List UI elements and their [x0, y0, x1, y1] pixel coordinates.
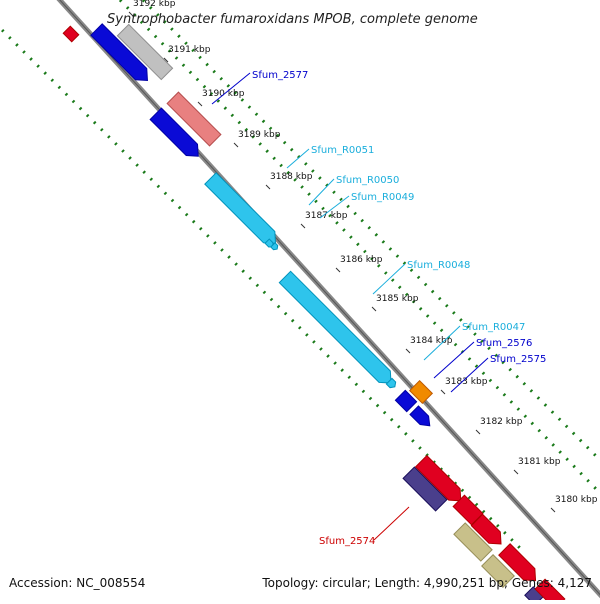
gene-label: Sfum_2574 — [319, 536, 375, 547]
tick-mark — [475, 429, 481, 435]
rrna-feature-cyan — [204, 172, 277, 245]
topology-text: Topology: circular; Length: 4,990,251 bp… — [262, 576, 592, 590]
rrna-feature-cyan-small — [385, 377, 397, 389]
rrna-feature-cyan-small-shape — [385, 377, 397, 389]
cds-feature-red — [498, 543, 537, 582]
tick-label: 3184 kbp — [410, 336, 453, 346]
tick-mark — [513, 469, 519, 475]
gene-label-leader — [372, 263, 406, 295]
tick-mark — [371, 306, 377, 312]
cds-feature-salmon-shape — [166, 91, 222, 147]
rrna-feature-cyan-shape — [278, 270, 392, 384]
gene-label-track: Sfum_2577Sfum_R0051Sfum_R0050Sfum_R0049S… — [211, 70, 546, 547]
rrna-feature-cyan-shape — [204, 172, 277, 245]
cds-feature-orange-shape — [408, 379, 434, 405]
cds-feature-blue — [90, 23, 148, 81]
cds-feature-purple — [402, 466, 448, 512]
tick-label: 3188 kbp — [270, 172, 313, 182]
cds-feature-red-shape — [62, 25, 80, 43]
accession-text: Accession: NC_008554 — [9, 576, 146, 590]
backbone-center-line — [59, 0, 600, 596]
cds-feature-blue-shape — [90, 23, 148, 81]
gene-label-leader — [286, 148, 310, 169]
tick-track: 3192 kbp 3191 kbp 3190 kbp 3189 kbp 3188 kbp… — [128, 0, 598, 513]
cds-feature-blue-shape — [394, 389, 418, 413]
gene-label-leader — [433, 341, 475, 379]
tick-mark — [335, 267, 341, 273]
tick-label: 3180 kbp — [555, 495, 598, 505]
tick-label: 3182 kbp — [480, 417, 523, 427]
tick-label: 3192 kbp — [133, 0, 176, 9]
gene-label: Sfum_2575 — [490, 354, 546, 365]
cds-feature-olive — [481, 554, 515, 588]
cds-feature-orange — [408, 379, 434, 405]
gene-label-leader — [211, 72, 251, 105]
rrna-feature-cyan-small-shape — [270, 242, 279, 251]
tick-mark — [550, 507, 556, 513]
cds-feature-olive-shape — [481, 554, 515, 588]
gc-dotted-line — [0, 25, 522, 550]
tick-label: 3189 kbp — [238, 130, 281, 140]
gene-label-leader — [423, 325, 461, 361]
cds-feature-red-shape — [414, 454, 462, 502]
rrna-feature-cyan — [278, 270, 392, 384]
backbone-line — [56, 0, 600, 599]
tick-label: 3186 kbp — [340, 255, 383, 265]
tick-mark — [440, 389, 446, 395]
cds-feature-red — [62, 25, 80, 43]
tick-label: 3185 kbp — [376, 294, 419, 304]
cds-feature-gray — [116, 23, 174, 81]
cds-feature-salmon — [166, 91, 222, 147]
cds-feature-red — [414, 454, 462, 502]
tick-mark — [405, 348, 411, 354]
tick-label: 3190 kbp — [202, 89, 245, 99]
map-title: Syntrophobacter fumaroxidans MPOB, compl… — [107, 12, 478, 27]
cds-feature-blue-shape — [409, 405, 431, 427]
cds-feature-red-shape — [498, 543, 537, 582]
tick-mark — [197, 101, 203, 107]
gene-label-leader — [308, 178, 335, 206]
cds-feature-olive-shape — [453, 522, 493, 562]
gene-label-leader — [319, 195, 350, 219]
cds-feature-red — [470, 513, 502, 545]
gc-dotted-line — [118, 0, 600, 495]
gene-label: Sfum_R0050 — [336, 175, 399, 186]
tick-label: 3181 kbp — [518, 457, 561, 467]
gene-label: Sfum_R0051 — [311, 145, 374, 156]
feature-track — [62, 23, 566, 604]
gene-label: Sfum_2576 — [476, 338, 532, 349]
cds-feature-red-shape — [470, 513, 502, 545]
cds-feature-blue — [394, 389, 418, 413]
tick-label: 3191 kbp — [168, 45, 211, 55]
tick-mark — [163, 57, 169, 63]
gene-label: Sfum_R0049 — [351, 192, 414, 203]
cds-feature-blue-shape — [149, 107, 199, 157]
cds-feature-gray-shape — [116, 23, 174, 81]
tick-label: 3183 kbp — [445, 377, 488, 387]
tick-mark — [233, 142, 239, 148]
tick-mark — [300, 223, 306, 229]
gc-dotted-line — [141, 0, 600, 462]
cds-feature-blue — [149, 107, 199, 157]
gc-content-track — [0, 0, 600, 550]
gene-label: Sfum_R0048 — [407, 260, 470, 271]
gene-label-leader — [373, 506, 410, 541]
tick-mark — [128, 11, 134, 17]
gene-label: Sfum_2577 — [252, 70, 308, 81]
cds-feature-olive — [453, 522, 493, 562]
cds-feature-purple-shape — [402, 466, 448, 512]
gene-label-leader — [450, 357, 489, 393]
rrna-feature-cyan-small — [270, 242, 279, 251]
backbone-track — [56, 0, 600, 599]
tick-mark — [265, 184, 271, 190]
tick-label: 3187 kbp — [305, 211, 348, 221]
cds-feature-blue — [409, 405, 431, 427]
gene-label: Sfum_R0047 — [462, 322, 525, 333]
